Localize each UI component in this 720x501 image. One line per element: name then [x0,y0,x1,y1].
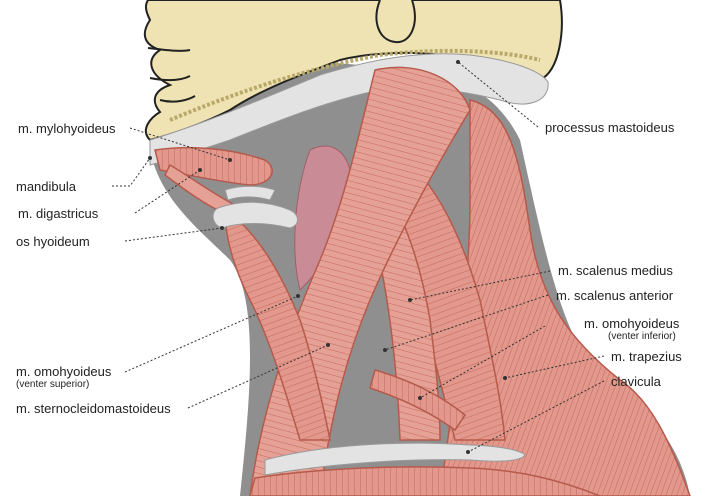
leader-mylohyoideus [129,127,231,161]
chin-line [159,95,196,103]
chest-muscle [249,466,601,497]
hyoid-tendon [224,185,276,201]
nose-line [147,47,191,52]
label-omohyoideus-superior: m. omohyoideus [16,364,112,379]
label-omohyoideus-inferior: m. omohyoideus [584,316,680,331]
omohyoideus-inferior-muscle [369,369,467,432]
label-os-hyoideum: os hyoideum [16,234,90,249]
clavicle-bone [264,442,526,476]
label-processus-mastoideus: processus mastoideus [545,120,675,135]
leader-dots [148,60,507,454]
leader-os-hyoideum [124,227,223,242]
leader-sternocleidomastoideus [187,344,329,409]
hyoid-bone [212,201,298,229]
leader-mandibula [112,157,151,187]
label-omohyoideus-inferior-sub: (venter inferior) [608,331,676,342]
leader-trapezius [504,355,605,379]
label-scalenus-medius: m. scalenus medius [558,263,673,278]
label-digastricus: m. digastricus [18,206,99,221]
label-clavicula: clavicula [611,374,661,389]
label-omohyoideus-superior-sub: (venter superior) [16,379,90,390]
label-scalenus-anterior: m. scalenus anterior [556,288,674,303]
mylohyoideus-muscle [154,146,273,186]
leader-processus [457,61,539,128]
leader-clavicula [467,380,605,453]
leader-omohyoideus-inf [419,325,546,399]
ear [375,0,416,44]
leader-scalenus-anterior [384,294,549,351]
label-sternocleidomastoideus: m. sternocleidomastoideus [16,401,171,416]
label-mandibula: mandibula [16,179,76,194]
omohyoideus-superior-muscle [224,208,331,441]
label-trapezius: m. trapezius [611,349,682,364]
leader-digastricus [134,169,201,214]
label-mylohyoideus: m. mylohyoideus [18,121,116,136]
leader-lines [112,61,605,453]
lip-line [149,75,191,82]
leader-omohyoideus-sup [124,295,299,373]
